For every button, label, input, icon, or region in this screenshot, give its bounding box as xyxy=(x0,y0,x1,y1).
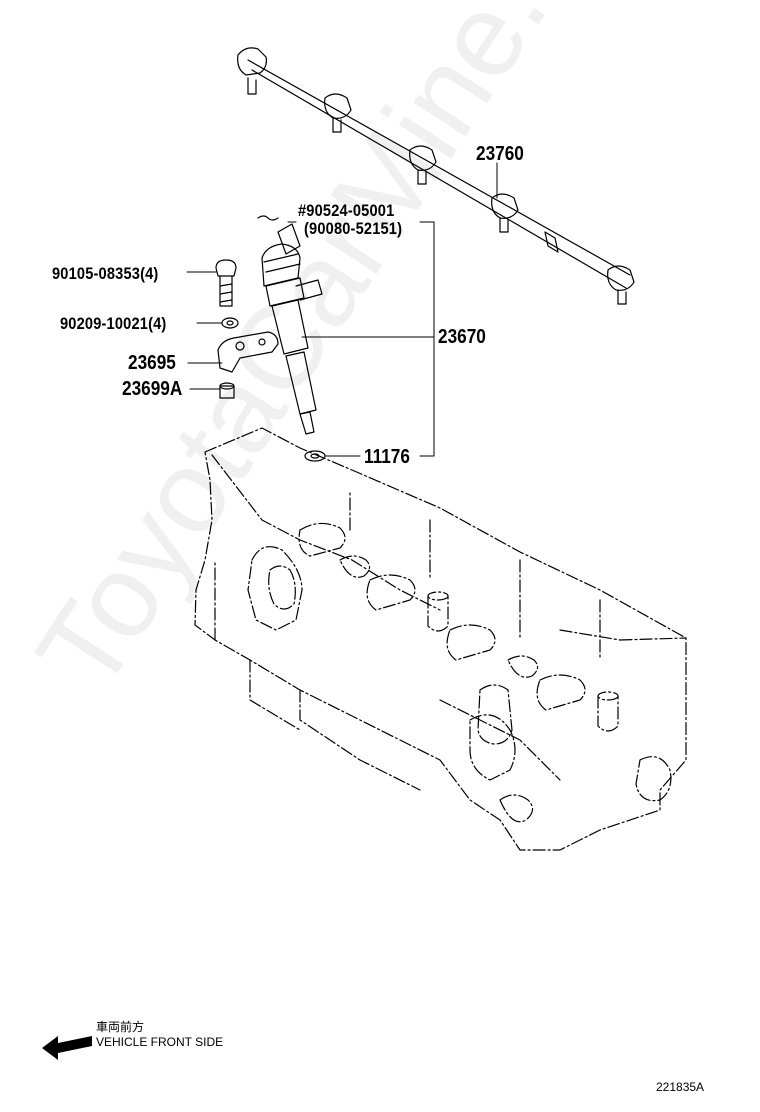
label-23695: 23695 xyxy=(128,352,176,374)
clamp-23695 xyxy=(217,331,279,373)
vehicle-front-en: VEHICLE FRONT SIDE xyxy=(96,1035,224,1049)
label-11176: 11176 xyxy=(364,446,410,468)
cylinder-head xyxy=(194,427,687,851)
injection-pipe-23760 xyxy=(237,47,635,305)
vehicle-front-arrow xyxy=(42,1036,92,1060)
label-90209-10021: 90209-10021(4) xyxy=(60,314,167,333)
bolt-90105 xyxy=(215,259,237,307)
leader-lines xyxy=(186,162,498,457)
label-90524-05001: #90524-05001 xyxy=(298,201,395,220)
vehicle-front-jp: 車両前方 xyxy=(96,1020,145,1034)
label-23760: 23760 xyxy=(476,143,524,165)
figure-id: 221835A xyxy=(656,1080,705,1094)
label-23699a: 23699A xyxy=(122,378,183,400)
label-23670: 23670 xyxy=(438,326,486,348)
label-90105-08353: 90105-08353(4) xyxy=(52,264,159,283)
injector-23670 xyxy=(257,215,323,435)
collar-23699a xyxy=(219,382,235,399)
label-90080-52151: (90080-52151) xyxy=(304,219,403,238)
gasket-11176 xyxy=(304,450,326,462)
washer-90209 xyxy=(221,317,239,329)
